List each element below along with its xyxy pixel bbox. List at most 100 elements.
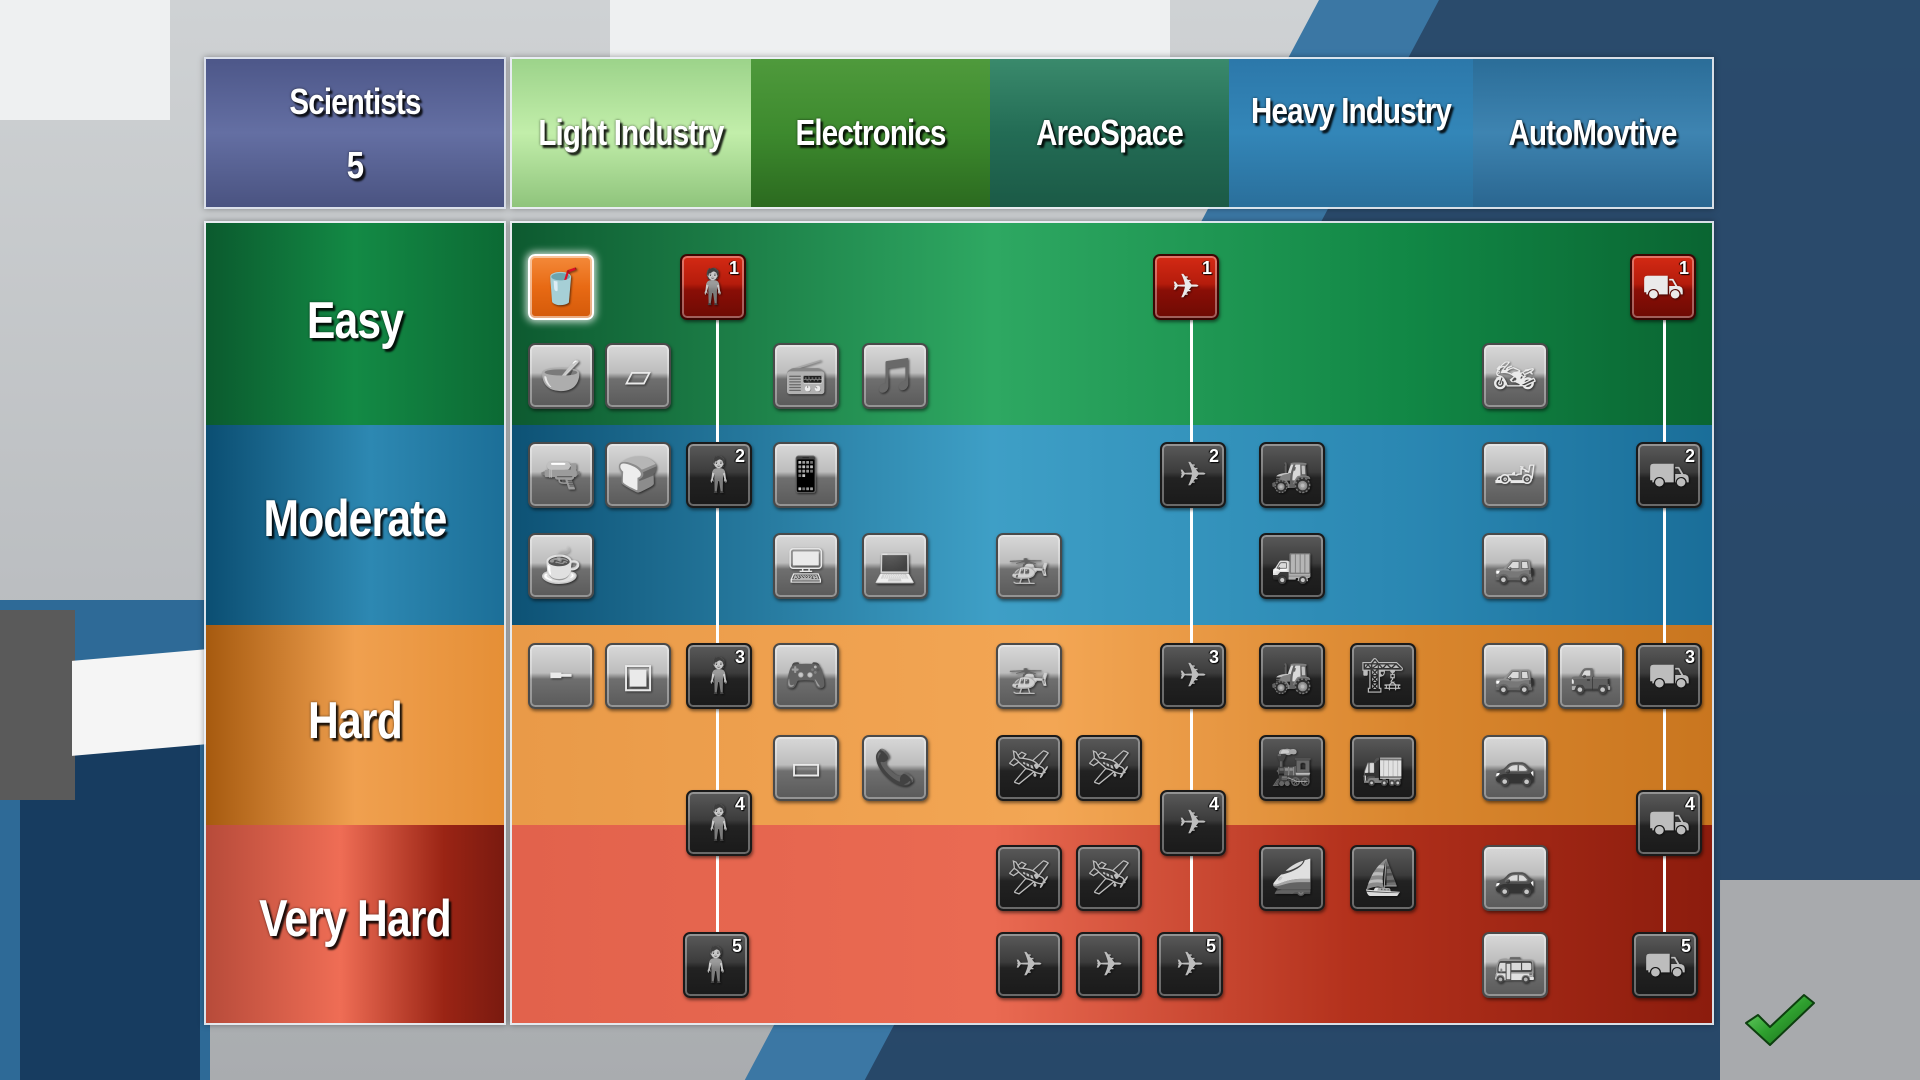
tech-item-tablet[interactable]: ▭ [773, 735, 839, 801]
tech-item-coffee-maker[interactable]: ☕ [528, 533, 594, 599]
tech-item-soldier-2[interactable]: 🧍2 [686, 442, 752, 508]
tech-item-jeep[interactable]: 🚙 [1482, 643, 1548, 709]
tech-item-aircraft-fighter-3[interactable]: ✈3 [1160, 643, 1226, 709]
difficulty-labels: Easy Moderate Hard Very Hard [204, 221, 506, 1025]
soldier-5-icon: 🧍 [694, 946, 738, 984]
tech-level-badge: 1 [728, 258, 739, 278]
tech-item-aircraft-fighter-2[interactable]: ✈2 [1160, 442, 1226, 508]
aircraft-fighter-5-icon: ✈ [1175, 946, 1205, 984]
jumbo-jet-icon: ✈ [1094, 946, 1124, 984]
tech-item-soldier-5[interactable]: 🧍5 [683, 932, 749, 998]
tech-item-aircraft-fighter-1[interactable]: ✈1 [1153, 254, 1219, 320]
tech-level-badge: 5 [731, 936, 742, 956]
tech-item-pistol[interactable]: 🔫 [528, 442, 594, 508]
tech-item-pickup-truck[interactable]: 🛻 [1558, 643, 1624, 709]
shotgun-icon: ╾ [550, 657, 572, 695]
tray-icon: ▱ [624, 357, 652, 395]
tech-item-soldier-4[interactable]: 🧍4 [686, 790, 752, 856]
tech-item-bulldozer[interactable]: 🚜 [1259, 643, 1325, 709]
tech-item-locomotive[interactable]: 🚂 [1259, 735, 1325, 801]
tech-item-tracked-loader[interactable]: 🏗 [1350, 643, 1416, 709]
tech-item-desktop-computer[interactable]: 🖥 [773, 533, 839, 599]
tech-item-motorcycle[interactable]: 🏍 [1482, 343, 1548, 409]
tech-item-bus[interactable]: 🚌 [1482, 932, 1548, 998]
tech-level-badge: 4 [1684, 794, 1695, 814]
difficulty-label-hard: Hard [308, 692, 403, 750]
aircraft-fighter-2-icon: ✈ [1178, 456, 1208, 494]
tech-item-tank-2[interactable]: ⛟2 [1636, 442, 1702, 508]
category-automotive[interactable]: AutoMovtive [1473, 59, 1712, 207]
tech-level-badge: 2 [1684, 446, 1695, 466]
scientists-panel: Scientists 5 [204, 57, 506, 209]
tech-item-chinook-helicopter[interactable]: 🚁 [996, 643, 1062, 709]
tech-item-soldier-1[interactable]: 🧍1 [680, 254, 746, 320]
ceiling-light [610, 0, 1170, 60]
tech-item-smartphone[interactable]: 📞 [862, 735, 928, 801]
category-label: AreoSpace [1035, 112, 1184, 153]
category-label: Electronics [795, 112, 946, 153]
category-aerospace[interactable]: AreoSpace [989, 59, 1229, 207]
mp3-player-icon: 🎵 [873, 357, 917, 395]
tech-item-sailboat[interactable]: ⛵ [1350, 845, 1416, 911]
difficulty-label-very-hard: Very Hard [259, 890, 452, 948]
tech-item-helicopter[interactable]: 🚁 [996, 533, 1062, 599]
tech-item-airliner[interactable]: ✈ [996, 932, 1062, 998]
tech-item-prop-airliner[interactable]: 🛩 [1076, 845, 1142, 911]
soldier-2-icon: 🧍 [697, 456, 741, 494]
tech-item-compact-suv[interactable]: 🚗 [1482, 735, 1548, 801]
tech-item-mp3-player[interactable]: 🎵 [862, 343, 928, 409]
suv-icon: 🚙 [1493, 547, 1537, 585]
category-label: Heavy Industry [1250, 90, 1452, 131]
tech-item-radio-clock[interactable]: 📻 [773, 343, 839, 409]
tech-item-tank-3[interactable]: ⛟3 [1636, 643, 1702, 709]
locomotive-icon: 🚂 [1270, 749, 1314, 787]
prop-airliner-icon: 🛩 [1087, 859, 1131, 897]
tech-item-sports-car[interactable]: 🚗 [1482, 845, 1548, 911]
soda-cans-icon: 🥤 [539, 268, 583, 306]
pistol-icon: 🔫 [539, 456, 583, 494]
tech-item-tray[interactable]: ▱ [605, 343, 671, 409]
tech-item-dump-truck[interactable]: 🚚 [1259, 533, 1325, 599]
smartphone-icon: 📞 [873, 749, 917, 787]
tech-level-badge: 3 [1208, 647, 1219, 667]
tech-item-private-jet[interactable]: 🛩 [996, 845, 1062, 911]
difficulty-band-moderate: Moderate [206, 425, 504, 625]
jeep-icon: 🚙 [1493, 657, 1537, 695]
tech-item-laptop[interactable]: 💻 [862, 533, 928, 599]
tech-item-microwave[interactable]: ▣ [605, 643, 671, 709]
tech-item-cell-phone[interactable]: 📱 [773, 442, 839, 508]
fighter-line [1190, 318, 1193, 935]
difficulty-band-hard: Hard [206, 625, 504, 825]
tech-item-jumbo-jet[interactable]: ✈ [1076, 932, 1142, 998]
confirm-button[interactable] [1740, 985, 1820, 1055]
category-heavy-industry[interactable]: Heavy Industry [1228, 59, 1474, 207]
category-light-industry[interactable]: Light Industry [512, 59, 751, 207]
tech-item-game-console[interactable]: 🎮 [773, 643, 839, 709]
toaster-icon: 🍞 [616, 456, 660, 494]
difficulty-band-easy: Easy [206, 223, 504, 425]
tech-item-aircraft-fighter-4[interactable]: ✈4 [1160, 790, 1226, 856]
tech-item-private-jet-small[interactable]: 🛩 [996, 735, 1062, 801]
category-electronics[interactable]: Electronics [750, 59, 990, 207]
tech-item-bullet-train[interactable]: 🚄 [1259, 845, 1325, 911]
tank-1-icon: ⛟ [1641, 268, 1685, 306]
tech-item-suv[interactable]: 🚙 [1482, 533, 1548, 599]
laptop-icon: 💻 [873, 547, 917, 585]
difficulty-label-easy: Easy [306, 292, 404, 350]
tech-item-toaster[interactable]: 🍞 [605, 442, 671, 508]
tech-item-tractor[interactable]: 🚜 [1259, 442, 1325, 508]
tech-item-tank-4[interactable]: ⛟4 [1636, 790, 1702, 856]
difficulty-band-very-hard: Very Hard [206, 825, 504, 1023]
tech-item-soldier-3[interactable]: 🧍3 [686, 643, 752, 709]
tech-item-tank-5[interactable]: ⛟5 [1632, 932, 1698, 998]
tech-item-business-jet[interactable]: 🛩 [1076, 735, 1142, 801]
tech-item-bowl-canister[interactable]: 🥣 [528, 343, 594, 409]
tech-item-tank-1[interactable]: ⛟1 [1630, 254, 1696, 320]
pickup-truck-icon: 🛻 [1569, 657, 1613, 695]
tech-item-soda-cans[interactable]: 🥤 [528, 254, 594, 320]
tech-item-cement-mixer[interactable]: 🚛 [1350, 735, 1416, 801]
tech-item-shotgun[interactable]: ╾ [528, 643, 594, 709]
tank-line [1663, 318, 1666, 935]
tech-item-atv-quad[interactable]: 🏎 [1482, 442, 1548, 508]
tech-item-aircraft-fighter-5[interactable]: ✈5 [1157, 932, 1223, 998]
